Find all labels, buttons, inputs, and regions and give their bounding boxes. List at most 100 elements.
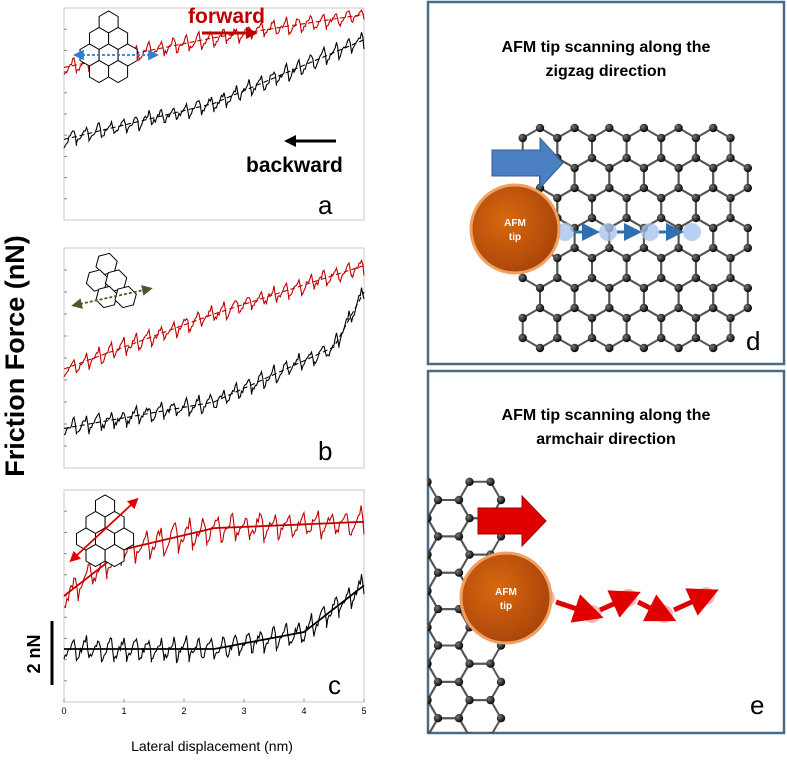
carbon-atom — [657, 253, 666, 263]
panel-a — [63, 7, 365, 221]
carbon-atom — [639, 163, 649, 173]
carbon-atom — [428, 623, 432, 632]
carbon-atom — [535, 123, 545, 133]
carbon-atom — [486, 477, 495, 486]
x-tick-label: 1 — [121, 706, 126, 716]
forward-label: forward — [188, 5, 265, 28]
carbon-atom — [605, 123, 614, 133]
carbon-atom — [691, 193, 701, 203]
carbon-atom — [402, 696, 410, 704]
carbon-atom — [454, 568, 464, 577]
carbon-atom — [433, 532, 443, 541]
carbon-atom — [402, 660, 410, 668]
carbon-atom — [691, 333, 701, 343]
x-tick-label: 4 — [301, 706, 306, 716]
scan-direction-arrow-zigzag — [491, 136, 564, 190]
carbon-atom — [709, 243, 718, 253]
carbon-atom — [339, 478, 347, 486]
carbon-atom — [465, 514, 474, 523]
carbon-atom — [570, 343, 579, 353]
carbon-atom — [743, 163, 752, 173]
carbon-atom — [465, 477, 474, 486]
carbon-atom — [691, 273, 701, 283]
afm-tip-armchair — [459, 551, 553, 645]
carbon-atom — [465, 695, 474, 705]
schematic-armchair-frame — [426, 369, 786, 735]
carbon-atom — [266, 714, 274, 722]
armchair-title-line2: armchair direction — [536, 431, 676, 448]
carbon-atom — [570, 243, 579, 253]
carbon-atom — [486, 659, 495, 668]
carbon-atom — [428, 514, 432, 523]
carbon-atom — [709, 223, 718, 233]
carbon-atom — [657, 273, 666, 283]
carbon-atom — [392, 678, 400, 686]
carbon-atom — [622, 333, 631, 343]
carbon-atom — [639, 123, 649, 133]
carbon-atom — [402, 478, 410, 486]
armchair-title-line1: AFM tip scanning along the — [502, 407, 711, 424]
carbon-atom — [535, 343, 545, 353]
carbon-atom — [691, 313, 701, 323]
carbon-atom — [392, 750, 400, 758]
carbon-atom — [339, 732, 347, 740]
carbon-atom — [726, 213, 735, 223]
carbon-atom — [371, 641, 379, 649]
carbon-atom — [709, 183, 718, 193]
carbon-atom — [622, 133, 631, 143]
scale-bar: 2 nN — [24, 621, 54, 685]
carbon-atom — [518, 273, 527, 283]
carbon-atom — [402, 587, 410, 595]
carbon-atom — [622, 313, 631, 323]
x-tick-label: 3 — [241, 706, 246, 716]
carbon-atom — [570, 163, 579, 173]
carbon-atom — [743, 183, 752, 193]
scale-bar-label: 2 nN — [24, 634, 44, 673]
carbon-atom — [570, 283, 579, 293]
x-tick-label: 0 — [61, 706, 66, 716]
carbon-atom — [622, 153, 631, 163]
carbon-atom — [553, 193, 562, 203]
carbon-atom — [433, 495, 443, 505]
carbon-atom — [308, 714, 316, 722]
carbon-atom — [605, 343, 614, 353]
carbon-atom — [726, 333, 735, 343]
panel-letter-a: a — [318, 190, 333, 220]
carbon-atom — [402, 732, 410, 740]
carbon-atom — [726, 313, 735, 323]
carbon-atom — [605, 303, 614, 313]
carbon-atom — [674, 343, 683, 353]
schematic-zigzag-frame — [426, 0, 786, 366]
carbon-atom — [428, 659, 432, 668]
carbon-atom — [433, 641, 443, 650]
carbon-atom — [392, 532, 400, 540]
carbon-atom — [657, 153, 666, 163]
carbon-atom — [674, 183, 683, 193]
carbon-atom — [402, 623, 410, 631]
afm-tip-zigzag-label-2: tip — [509, 232, 521, 243]
carbon-atom — [455, 750, 463, 758]
carbon-atom — [434, 750, 442, 758]
backward-arrow-head — [284, 135, 296, 147]
carbon-atom — [639, 303, 649, 313]
carbon-atom — [329, 714, 337, 722]
carbon-atom — [709, 163, 718, 173]
carbon-atom — [674, 303, 683, 313]
carbon-atom — [371, 605, 379, 613]
forward-trace-b — [63, 258, 365, 378]
carbon-atom — [535, 283, 545, 293]
forward-trend-b — [63, 265, 365, 370]
carbon-atom — [518, 133, 527, 143]
carbon-atom — [297, 478, 305, 486]
carbon-atom — [308, 750, 316, 758]
y-axis-label: Friction Force (nN) — [0, 235, 30, 477]
backward-trace-b — [63, 287, 365, 436]
carbon-atom — [454, 714, 464, 723]
armchair-direction-arrow — [69, 497, 139, 563]
backward-trace-a — [63, 32, 365, 149]
panel-b — [63, 247, 365, 469]
backward-trend-b — [63, 291, 365, 429]
zigzag-scan-path — [556, 223, 701, 241]
